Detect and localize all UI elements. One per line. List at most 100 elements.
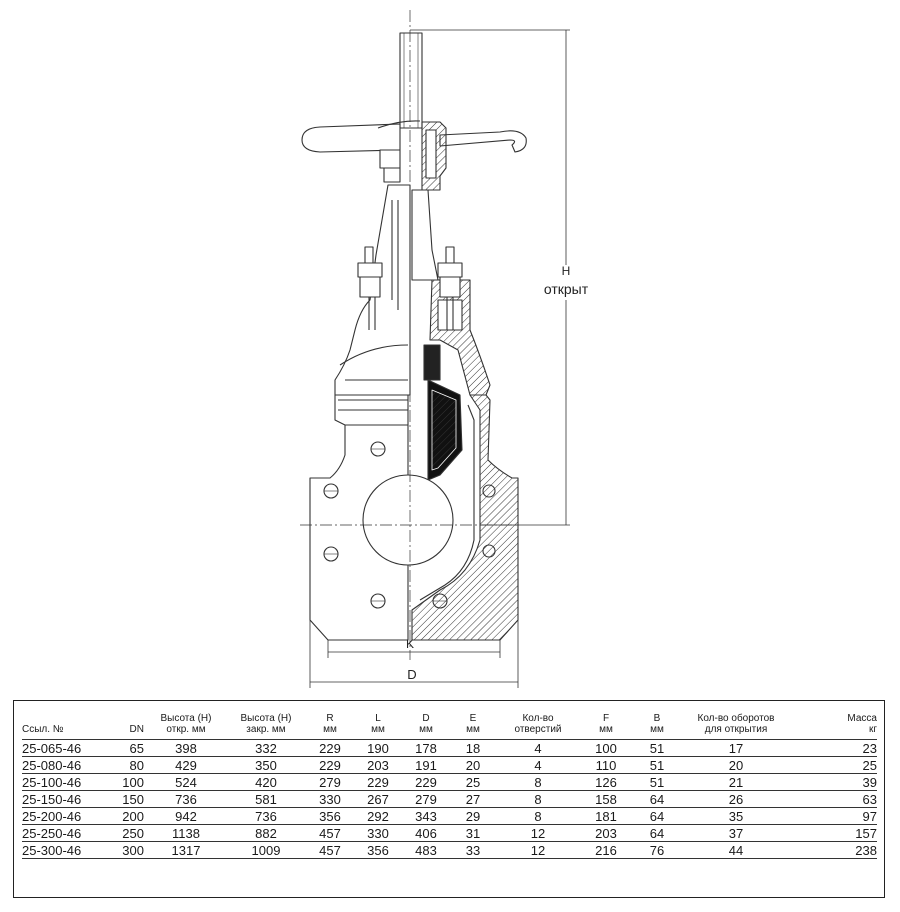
cell-ref: 25-200-46 [22, 807, 110, 825]
gate-wedge [423, 344, 463, 481]
label-open: открыт [544, 281, 589, 297]
valve-body-left [309, 394, 409, 641]
column-header-r: R мм [323, 713, 337, 735]
cell-mass: 97 [790, 807, 877, 825]
label-h: H [562, 264, 571, 278]
cell-height-closed: 882 [226, 824, 306, 842]
cell-b: 51 [632, 773, 682, 791]
cell-height-open: 429 [146, 756, 226, 774]
cell-height-closed: 350 [226, 756, 306, 774]
cell-height-closed: 581 [226, 790, 306, 808]
cell-height-open: 398 [146, 739, 226, 757]
cell-ref: 25-100-46 [22, 773, 110, 791]
cell-l: 190 [354, 739, 402, 757]
dimension-d [309, 620, 519, 688]
cell-d: 406 [402, 824, 450, 842]
column-header-mass: Масса кг [847, 713, 877, 735]
cell-holes: 4 [496, 756, 580, 774]
cell-e: 25 [450, 773, 496, 791]
cell-holes: 4 [496, 739, 580, 757]
cell-height-open: 736 [146, 790, 226, 808]
cell-height-closed: 1009 [226, 841, 306, 859]
cell-l: 292 [354, 807, 402, 825]
cell-height-open: 942 [146, 807, 226, 825]
cell-d: 191 [402, 756, 450, 774]
cell-turns: 21 [682, 773, 790, 791]
table-row: 25-200-46 200 942 736 356 292 343 29 8 1… [22, 807, 877, 825]
flange [323, 441, 496, 609]
column-header-e: E мм [466, 713, 480, 735]
cell-l: 267 [354, 790, 402, 808]
cell-f: 216 [580, 841, 632, 859]
cell-b: 64 [632, 807, 682, 825]
cell-height-closed: 332 [226, 739, 306, 757]
cell-mass: 39 [790, 773, 877, 791]
cell-b: 51 [632, 739, 682, 757]
cell-holes: 8 [496, 790, 580, 808]
handwheel-hub-section [421, 121, 447, 191]
cell-mass: 238 [790, 841, 877, 859]
cell-dn: 65 [110, 739, 146, 757]
cell-turns: 35 [682, 807, 790, 825]
cell-holes: 8 [496, 807, 580, 825]
cell-dn: 100 [110, 773, 146, 791]
dimension-h [410, 29, 570, 526]
column-header-d: D мм [419, 713, 433, 735]
cell-height-open: 524 [146, 773, 226, 791]
valve-stem [399, 32, 423, 129]
yoke-right-section [411, 189, 491, 396]
cell-l: 203 [354, 756, 402, 774]
cell-mass: 63 [790, 790, 877, 808]
cell-turns: 37 [682, 824, 790, 842]
cell-mass: 23 [790, 739, 877, 757]
cell-d: 343 [402, 807, 450, 825]
column-header-dn: DN [129, 724, 144, 735]
label-k: K [406, 637, 414, 651]
column-header-height-closed: Высота (H) закр. мм [240, 713, 292, 735]
cell-f: 181 [580, 807, 632, 825]
cell-f: 126 [580, 773, 632, 791]
column-header-l: L мм [371, 713, 385, 735]
column-header-turns: Кол-во оборотов для открытия [697, 713, 775, 735]
cell-r: 356 [306, 807, 354, 825]
cell-d: 178 [402, 739, 450, 757]
bonnet-bolt-left [357, 246, 383, 330]
cell-r: 229 [306, 739, 354, 757]
cell-dn: 150 [110, 790, 146, 808]
cell-height-closed: 736 [226, 807, 306, 825]
column-header-height-open: Высота (H) откр. мм [160, 713, 212, 735]
cell-holes: 8 [496, 773, 580, 791]
cell-e: 33 [450, 841, 496, 859]
cell-r: 229 [306, 756, 354, 774]
dimension-k [327, 640, 501, 658]
cell-ref: 25-065-46 [22, 739, 110, 757]
cell-d: 229 [402, 773, 450, 791]
cell-d: 279 [402, 790, 450, 808]
handwheel [301, 120, 527, 183]
cell-ref: 25-250-46 [22, 824, 110, 842]
cell-dn: 250 [110, 824, 146, 842]
cell-height-open: 1317 [146, 841, 226, 859]
cell-dn: 300 [110, 841, 146, 859]
cell-ref: 25-080-46 [22, 756, 110, 774]
cell-f: 110 [580, 756, 632, 774]
cell-mass: 25 [790, 756, 877, 774]
table-row: 25-080-46 80 429 350 229 203 191 20 4 11… [22, 756, 877, 774]
cell-turns: 17 [682, 739, 790, 757]
cell-turns: 26 [682, 790, 790, 808]
column-header-holes: Кол-во отверстий [514, 713, 562, 735]
column-header-ref: Ссыл. № [22, 724, 64, 735]
cell-b: 51 [632, 756, 682, 774]
cell-l: 356 [354, 841, 402, 859]
table-row: 25-250-46 250 1138 882 457 330 406 31 12… [22, 824, 877, 842]
cell-r: 457 [306, 841, 354, 859]
cell-f: 158 [580, 790, 632, 808]
cell-e: 27 [450, 790, 496, 808]
column-header-b: B мм [650, 713, 664, 735]
cell-b: 64 [632, 824, 682, 842]
cell-ref: 25-300-46 [22, 841, 110, 859]
cell-mass: 157 [790, 824, 877, 842]
cell-f: 100 [580, 739, 632, 757]
cell-holes: 12 [496, 841, 580, 859]
table-row: 25-300-46 300 1317 1009 457 356 483 33 1… [22, 841, 877, 859]
